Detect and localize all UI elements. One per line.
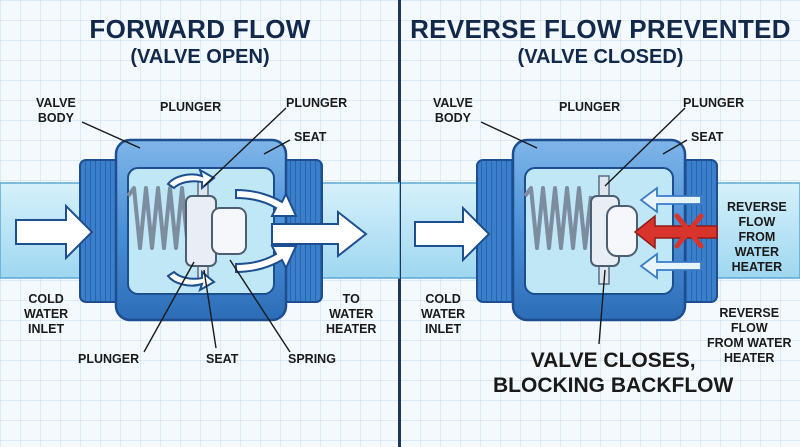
spring [523,186,593,250]
red-reverse-arrow [633,214,718,250]
label-valve-body: VALVE BODY [36,96,76,125]
label-seat-bottom: SEAT [206,352,239,366]
leader-lines [480,107,688,345]
label-spring: SPRING [288,352,336,366]
reverse-flow-arrows [639,186,702,280]
leader-lines [81,107,291,353]
forward-flow-arrows [15,167,368,293]
plunger [590,195,638,267]
label-cold-water-inlet: COLD WATER INLET [421,292,466,336]
reverse-flow-diagram [401,107,800,345]
spring [126,186,196,250]
plunger [185,195,247,267]
label-plunger-top: PLUNGER [160,100,222,114]
label-plunger-top-right: PLUNGER [683,96,745,110]
forward-flow-panel: FORWARD FLOW (VALVE OPEN) VALVE BODY PLU… [0,14,400,366]
reverse-flow-panel: REVERSE FLOW PREVENTED (VALVE CLOSED) VA… [401,0,800,447]
block-x-icon [674,213,704,249]
inlet-arrow [414,205,491,263]
forward-flow-diagram [0,107,400,353]
label-plunger-bottom: PLUNGER [78,352,140,366]
label-valve-body: VALVE BODY [433,96,473,125]
label-plunger-top-right: PLUNGER [286,96,348,110]
label-reverse-flow-bottom: REVERSE FLOW FROM WATER HEATER [707,306,792,365]
label-plunger-top: PLUNGER [559,100,621,114]
right-title: REVERSE FLOW PREVENTED [410,14,791,44]
right-subtitle: (VALVE CLOSED) [517,46,684,68]
label-seat-top: SEAT [294,130,327,144]
label-to-water-heater: TO WATER HEATER [326,292,377,336]
label-cold-water-inlet: COLD WATER INLET [24,292,69,336]
label-valve-closes: VALVE CLOSES, BLOCKING BACKFLOW [493,349,734,397]
left-subtitle: (VALVE OPEN) [130,46,270,68]
left-title: FORWARD FLOW [89,14,311,44]
label-reverse-flow-from-water-heater: REVERSE FLOW FROM WATER HEATER [727,200,787,274]
label-seat-top: SEAT [691,130,724,144]
